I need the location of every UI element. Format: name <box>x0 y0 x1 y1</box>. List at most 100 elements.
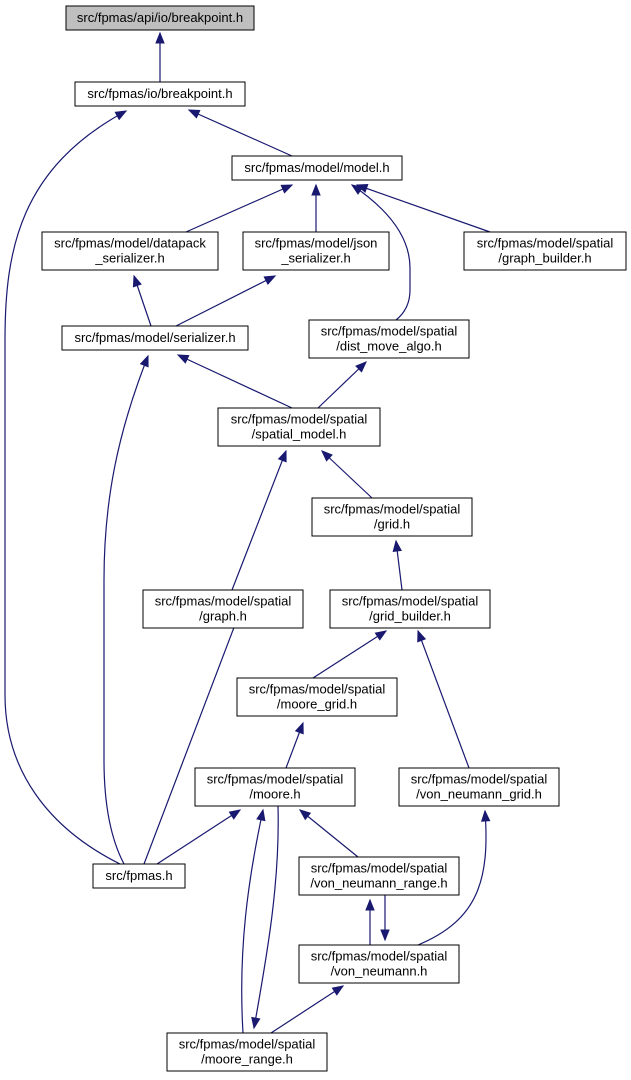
edge-datapack_serializer-to-model <box>185 184 294 233</box>
node-graph-builder[interactable]: src/fpmas/model/spatial/graph_builder.h <box>463 231 627 271</box>
node-von-neumann-range[interactable]: src/fpmas/model/spatial/von_neumann_rang… <box>298 856 460 896</box>
node-io-breakpoint[interactable]: src/fpmas/io/breakpoint.h <box>74 81 246 107</box>
node-box <box>298 944 460 984</box>
edge-moore_range-to-von_neumann <box>270 985 345 1034</box>
node-label: /dist_move_algo.h <box>336 339 442 354</box>
edge-von_neumann-to-von_neumann_range <box>365 898 375 945</box>
node-label: src/fpmas/model/spatial <box>231 412 368 427</box>
node-box <box>308 319 470 359</box>
edge-serializer-to-datapack_serializer <box>132 274 152 327</box>
arrowhead-icon <box>155 31 165 44</box>
node-label: /moore.h <box>249 787 300 802</box>
edge-dist_move_algo-to-model <box>350 184 411 321</box>
arrowhead-icon <box>256 808 266 822</box>
edge-von_neumann-to-von_neumann_grid <box>417 809 491 946</box>
edge-line <box>103 355 149 865</box>
node-model[interactable]: src/fpmas/model/model.h <box>231 155 403 181</box>
node-label: src/fpmas/model/spatial <box>311 861 448 876</box>
node-label: /grid_builder.h <box>369 609 451 624</box>
edge-line <box>321 450 373 499</box>
arrowhead-icon <box>311 183 321 196</box>
arrowhead-icon <box>187 109 201 119</box>
node-label: src/fpmas/model/spatial <box>324 502 461 517</box>
edge-line <box>185 184 293 233</box>
arrowhead-icon <box>280 184 294 194</box>
node-grid[interactable]: src/fpmas/model/spatial/grid.h <box>311 497 473 537</box>
arrowhead-icon <box>298 809 312 821</box>
arrowhead-icon <box>228 809 242 820</box>
edge-moore-to-moore_grid <box>285 721 304 769</box>
arrowhead-icon <box>350 184 364 195</box>
node-label: src/fpmas/model/spatial <box>155 594 292 609</box>
node-box <box>41 231 219 271</box>
arrowhead-icon <box>392 539 402 552</box>
arrowhead-icon <box>176 354 190 364</box>
arrowhead-icon <box>365 898 375 911</box>
node-label: /graph.h <box>199 609 247 624</box>
node-von-neumann-grid[interactable]: src/fpmas/model/spatial/von_neumann_grid… <box>398 767 560 807</box>
node-label: src/fpmas/model/spatial <box>207 772 344 787</box>
edge-line <box>156 809 241 865</box>
edge-line <box>299 809 359 858</box>
node-box <box>398 767 560 807</box>
node-moore-range[interactable]: src/fpmas/model/spatial/moore_range.h <box>166 1032 328 1072</box>
arrowhead-icon <box>321 450 333 462</box>
edge-von_neumann_range-to-von_neumann <box>380 895 390 942</box>
edge-serializer-to-json_serializer <box>175 275 277 327</box>
arrowhead-icon <box>374 630 388 641</box>
edge-line <box>143 608 242 865</box>
node-label: /von_neumann_range.h <box>310 876 447 891</box>
edge-von_neumann_range-to-moore <box>298 809 359 858</box>
node-serializer[interactable]: src/fpmas/model/serializer.h <box>61 325 249 351</box>
node-label: src/fpmas/model/spatial <box>321 324 458 339</box>
node-box <box>236 677 398 717</box>
edge-line <box>417 810 487 946</box>
edge-graph-to-spatial_model <box>231 449 287 591</box>
node-moore-grid[interactable]: src/fpmas/model/spatial/moore_grid.h <box>236 677 398 717</box>
node-label: /spatial_model.h <box>252 427 347 442</box>
arrowhead-icon <box>114 110 128 121</box>
node-fpmas[interactable]: src/fpmas.h <box>92 863 186 889</box>
node-dist-move-algo[interactable]: src/fpmas/model/spatial/dist_move_algo.h <box>308 319 470 359</box>
node-api-breakpoint[interactable]: src/fpmas/api/io/breakpoint.h <box>65 5 255 31</box>
arrowhead-icon <box>355 361 367 373</box>
node-box <box>329 589 491 629</box>
node-label: _serializer.h <box>94 251 164 266</box>
node-box <box>217 407 381 447</box>
edge-line <box>231 450 287 591</box>
node-label: src/fpmas/model/datapack <box>54 236 206 251</box>
node-label: /graph_builder.h <box>498 251 591 266</box>
node-grid-builder[interactable]: src/fpmas/model/spatial/grid_builder.h <box>329 589 491 629</box>
edge-spatial_model-to-dist_move_algo <box>317 361 367 409</box>
node-box <box>74 81 246 107</box>
node-box <box>311 497 473 537</box>
edge-grid_builder-to-grid <box>392 539 403 591</box>
node-label: /von_neumann_grid.h <box>416 787 542 802</box>
edge-line <box>351 184 411 321</box>
node-label: src/fpmas/model/spatial <box>411 772 548 787</box>
node-label: src/fpmas/model/spatial <box>342 594 479 609</box>
node-label: src/fpmas/api/io/breakpoint.h <box>77 10 243 25</box>
node-label: src/fpmas/model/json <box>255 236 378 251</box>
node-graph[interactable]: src/fpmas/model/spatial/graph.h <box>142 589 304 629</box>
arrowhead-icon <box>132 274 142 288</box>
node-label: src/fpmas/model/spatial <box>249 682 386 697</box>
node-label: src/fpmas/model/spatial <box>179 1037 316 1052</box>
edge-line <box>175 275 276 327</box>
edge-line <box>312 630 387 679</box>
node-label: _serializer.h <box>280 251 350 266</box>
node-label: /von_neumann.h <box>331 964 428 979</box>
node-json-serializer[interactable]: src/fpmas/model/json_serializer.h <box>242 231 390 271</box>
node-box <box>242 231 390 271</box>
node-moore[interactable]: src/fpmas/model/spatial/moore.h <box>194 767 356 807</box>
edges-layer <box>4 31 491 1034</box>
edge-line <box>417 630 470 769</box>
node-box <box>298 856 460 896</box>
edge-moore_range-to-moore <box>241 808 266 1034</box>
arrowhead-icon <box>251 1016 261 1030</box>
node-spatial-model[interactable]: src/fpmas/model/spatial/spatial_model.h <box>217 407 381 447</box>
node-datapack-serializer[interactable]: src/fpmas/model/datapack_serializer.h <box>41 231 219 271</box>
edge-line <box>4 110 127 865</box>
edge-line <box>356 184 491 233</box>
node-von-neumann[interactable]: src/fpmas/model/spatial/von_neumann.h <box>298 944 460 984</box>
